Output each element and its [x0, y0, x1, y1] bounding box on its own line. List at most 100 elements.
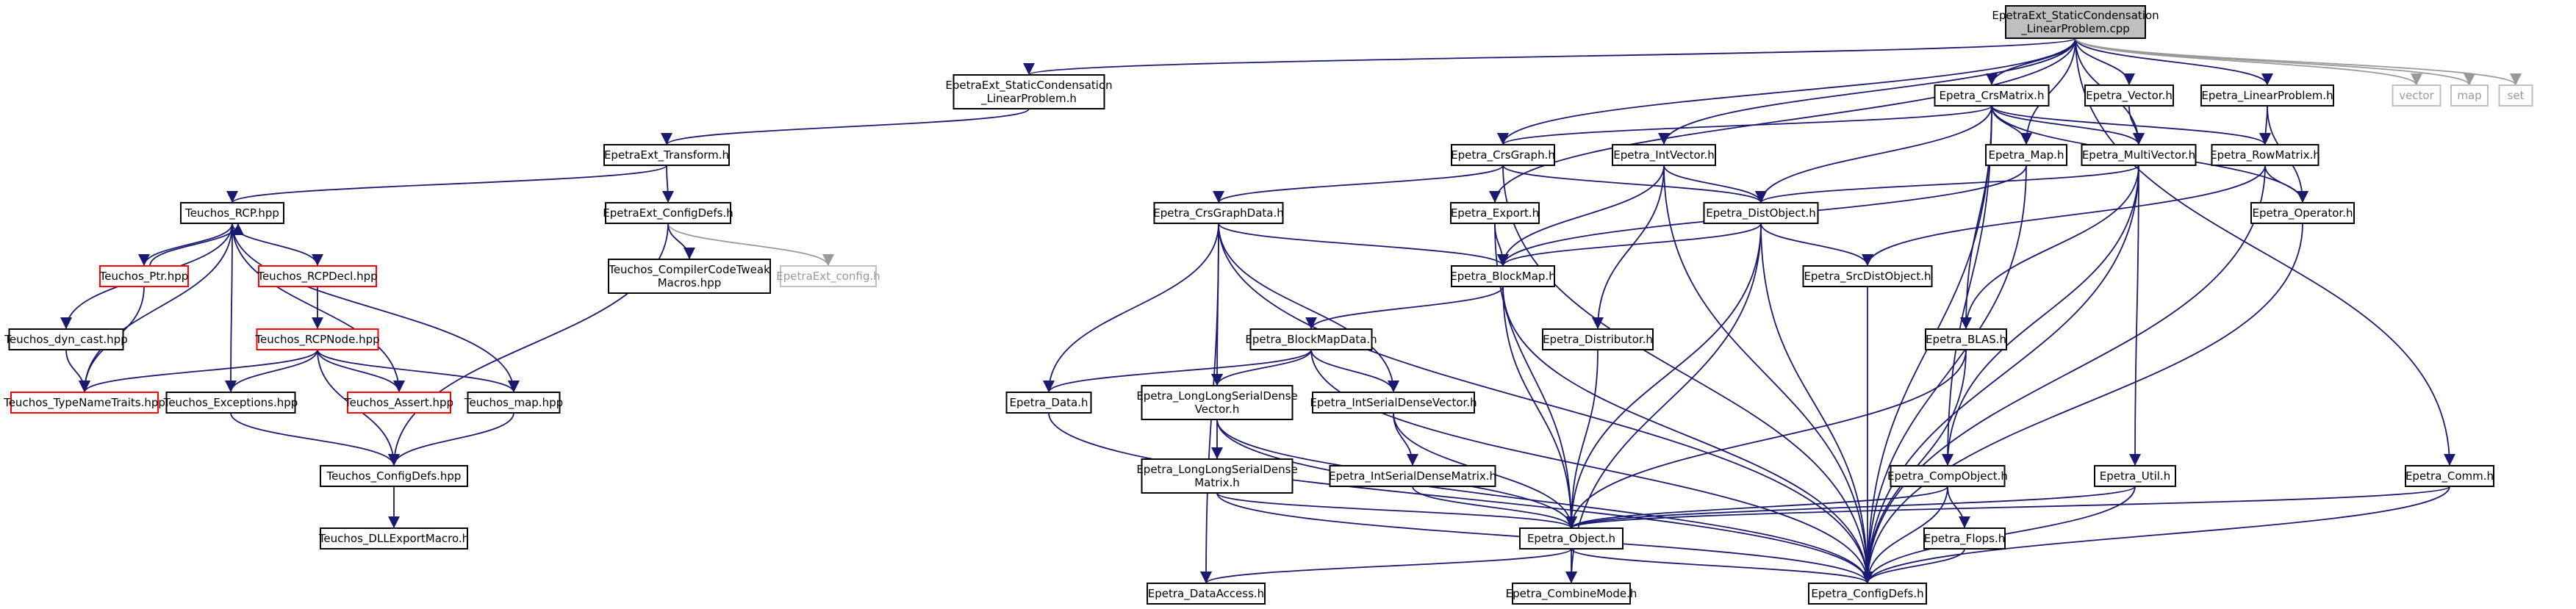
node-combinemode[interactable]: Epetra_CombineMode.h: [1506, 583, 1637, 605]
node-tmap[interactable]: Teuchos_map.hpp: [464, 392, 563, 414]
node-comm[interactable]: Epetra_Comm.h: [2405, 465, 2494, 487]
node-ext_configdefs[interactable]: EpetraExt_ConfigDefs.h: [603, 202, 733, 224]
node-blockmapdata[interactable]: Epetra_BlockMapData.h: [1245, 328, 1377, 350]
node-distobject[interactable]: Epetra_DistObject.h: [1703, 202, 1819, 224]
node-label: Epetra_CompObject.h: [1887, 469, 2008, 483]
node-srcdistobject[interactable]: Epetra_SrcDistObject.h: [1802, 265, 1933, 287]
node-teuchos_ptr[interactable]: Teuchos_Ptr.hpp: [99, 265, 189, 287]
node-blockmap[interactable]: Epetra_BlockMap.h: [1450, 265, 1556, 287]
edge-compobject-to-flops: [1947, 486, 1971, 529]
node-exceptions[interactable]: Teuchos_Exceptions.hpp: [163, 392, 298, 414]
node-multivector[interactable]: Epetra_MultiVector.h: [2081, 144, 2197, 166]
node-blas[interactable]: Epetra_BLAS.h: [1925, 328, 2007, 350]
node-ext_config: EpetraExt_config.h: [776, 265, 880, 287]
node-linearproblem[interactable]: Epetra_LinearProblem.h: [2200, 84, 2334, 107]
node-vector[interactable]: Epetra_Vector.h: [2084, 84, 2174, 107]
node-label: Epetra_BlockMap.h: [1450, 270, 1555, 284]
node-box: [1925, 328, 2007, 350]
edge-crsmatrix-to-distobject: [1754, 105, 1992, 203]
node-teuchos_rcp[interactable]: Teuchos_RCP.hpp: [180, 202, 284, 224]
node-root[interactable]: EpetraExt_StaticCondensation_LinearProbl…: [1992, 5, 2159, 39]
node-dataaccess[interactable]: Epetra_DataAccess.h: [1147, 583, 1266, 605]
node-crsgraph[interactable]: Epetra_CrsGraph.h: [1451, 144, 1555, 166]
node-box: [1703, 202, 1819, 224]
node-label: Epetra_RowMatrix.h: [2210, 148, 2320, 162]
edge-intvector-to-distributor: [1591, 165, 1665, 330]
node-label: Teuchos_map.hpp: [464, 396, 563, 410]
edge-transform-to-teuchos_rcp: [226, 165, 667, 203]
node-box: [1451, 265, 1555, 287]
node-isdm[interactable]: Epetra_IntSerialDenseMatrix.h: [1329, 465, 1496, 487]
edge-root-to-sc_h: [1023, 37, 2076, 76]
node-label: Epetra_Map.h: [1989, 148, 2064, 162]
edge-ext_configdefs-to-compiler_tweak: [667, 223, 696, 260]
edge-multivector-to-blas: [1959, 165, 2139, 330]
node-dyn_cast[interactable]: Teuchos_dyn_cast.hpp: [4, 328, 128, 350]
edge-dyn_cast-to-typenametraits: [65, 349, 91, 393]
node-label: Epetra_Vector.h: [2086, 89, 2173, 103]
node-box: [8, 328, 124, 350]
node-teuchos_rcpdecl[interactable]: Teuchos_RCPDecl.hpp: [256, 265, 378, 287]
edge-compobject-to-e_configdefs: [1861, 486, 1948, 584]
node-crsmatrix[interactable]: Epetra_CrsMatrix.h: [1934, 84, 2050, 107]
node-transform[interactable]: EpetraExt_Transform.h: [603, 144, 730, 166]
edge-crsgraphdata-to-isdv: [1218, 223, 1400, 393]
node-box: [1312, 392, 1475, 414]
edge-crsmatrix-to-crsgraph: [1497, 105, 1992, 145]
node-box: [1808, 583, 1927, 605]
edge-rowmatrix-to-e_configdefs: [1861, 165, 2266, 584]
node-distributor[interactable]: Epetra_Distributor.h: [1542, 328, 1654, 350]
node-compobject[interactable]: Epetra_CompObject.h: [1887, 465, 2008, 487]
node-isdv[interactable]: Epetra_IntSerialDenseVector.h: [1310, 392, 1477, 414]
node-label: EpetraExt_config.h: [776, 270, 880, 284]
node-box: [10, 392, 159, 414]
node-eobject[interactable]: Epetra_Object.h: [1519, 527, 1624, 549]
node-dllexport[interactable]: Teuchos_DLLExportMacro.h: [318, 527, 469, 549]
node-label: Teuchos_CompilerCodeTweak: [608, 263, 770, 277]
node-typenametraits[interactable]: Teuchos_TypeNameTraits.hpp: [3, 392, 165, 414]
edge-edata-to-e_configdefs: [1048, 412, 1873, 584]
edge-operator-to-e_configdefs: [1861, 223, 2303, 584]
node-intvector[interactable]: Epetra_IntVector.h: [1612, 144, 1716, 166]
node-edata[interactable]: Epetra_Data.h: [1005, 392, 1092, 414]
edge-distobject-to-combinemode: [1565, 223, 1762, 584]
node-label: Epetra_IntVector.h: [1613, 148, 1714, 162]
node-rowmatrix[interactable]: Epetra_RowMatrix.h: [2210, 144, 2320, 166]
node-box: [1802, 265, 1933, 287]
node-box: [1519, 527, 1624, 549]
node-t_configdefs[interactable]: Teuchos_ConfigDefs.hpp: [320, 465, 468, 487]
node-box: [1923, 527, 2006, 549]
edge-multivector-to-e_configdefs: [1861, 165, 2139, 584]
node-flops[interactable]: Epetra_Flops.h: [1923, 527, 2006, 549]
node-label: Epetra_IntSerialDenseVector.h: [1310, 396, 1477, 410]
node-operator[interactable]: Epetra_Operator.h: [2250, 202, 2355, 224]
edge-root-to-crsmatrix: [1985, 37, 2076, 86]
node-box: [2498, 84, 2533, 107]
edge-comm-to-eobject: [1565, 486, 2450, 529]
edge-blockmapdata-to-llsdv: [1210, 349, 1312, 386]
node-box: [1451, 144, 1555, 166]
node-e_configdefs[interactable]: Epetra_ConfigDefs.h: [1808, 583, 1927, 605]
edge-distobject-to-blockmap: [1497, 223, 1762, 267]
node-box: [347, 392, 451, 414]
edge-distobject-to-e_configdefs: [1760, 223, 1874, 584]
edge-blas-to-eobject: [1565, 349, 1967, 529]
node-assert[interactable]: Teuchos_Assert.hpp: [344, 392, 453, 414]
node-label: Epetra_Distributor.h: [1543, 333, 1653, 347]
node-box: [2392, 84, 2442, 107]
node-label: Epetra_BLAS.h: [1926, 333, 2006, 347]
node-export[interactable]: Epetra_Export.h: [1450, 202, 1540, 224]
edge-root-to-vector: [2075, 37, 2136, 86]
node-label: Epetra_CrsGraphData.h: [1153, 206, 1284, 220]
edge-exceptions-to-t_configdefs: [230, 412, 400, 466]
node-crsgraphdata[interactable]: Epetra_CrsGraphData.h: [1153, 202, 1284, 224]
node-util[interactable]: Epetra_Util.h: [2094, 465, 2176, 487]
edge-root-to-crsgraph: [1497, 37, 2076, 145]
edge-root-to-emap: [2020, 37, 2076, 145]
node-rcpnode[interactable]: Teuchos_RCPNode.hpp: [254, 328, 380, 350]
node-sc_h[interactable]: EpetraExt_StaticCondensation_LinearProbl…: [945, 74, 1113, 109]
node-emap[interactable]: Epetra_Map.h: [1985, 144, 2067, 166]
